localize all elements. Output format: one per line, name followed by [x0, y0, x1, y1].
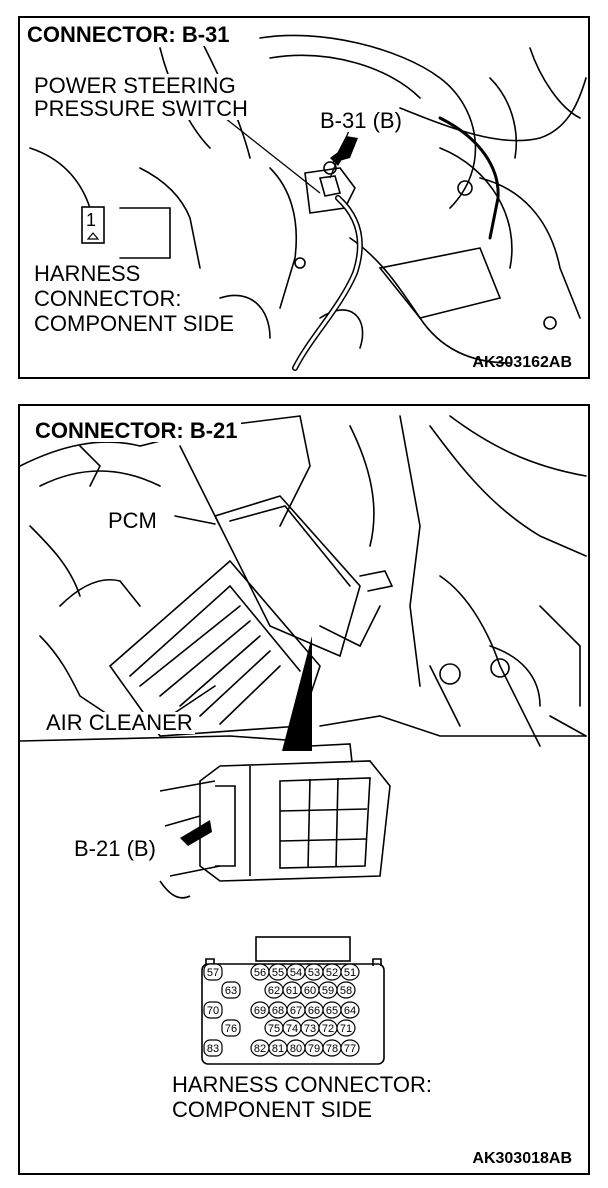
figure-code: AK303018AB: [472, 1150, 572, 1167]
pin-70: [203, 1001, 223, 1019]
pin-label-78: 78: [326, 1043, 338, 1055]
pin-label-70: 70: [207, 1005, 219, 1017]
pin-label-74: 74: [286, 1023, 298, 1035]
pin-label-81: 81: [272, 1043, 284, 1055]
pin-label-65: 65: [326, 1005, 338, 1017]
figure-code: AK303162AB: [472, 354, 572, 371]
engine-bay-illustration-b31: [29, 34, 587, 371]
pin-label-59: 59: [322, 985, 334, 997]
pin-label-63: 63: [225, 985, 237, 997]
connector-title: CONNECTOR: B-21: [32, 420, 241, 442]
pin-label-73: 73: [304, 1023, 316, 1035]
connector-b21-body: [159, 743, 391, 899]
air-cleaner-label: AIR CLEANER: [44, 710, 195, 735]
pin-label-76: 76: [225, 1023, 237, 1035]
pcm-label: PCM: [106, 508, 159, 533]
pin-label-55: 55: [272, 967, 284, 979]
pin-63: [221, 981, 241, 999]
pin-label-56: 56: [254, 967, 266, 979]
pin-layout: 57 56 55 54 53 52 51 63 62 61 60 59 58 70 69 68 67 66 65 64…: [203, 963, 360, 1057]
pin-label-68: 68: [272, 1005, 284, 1017]
pin-label-80: 80: [290, 1043, 302, 1055]
pointer-icon: [282, 636, 312, 751]
pin-64: [340, 1001, 360, 1019]
pin-77: [340, 1039, 360, 1057]
connector-b31-panel: CONNECTOR: B-31 POWER STEERING PRESSURE …: [18, 16, 590, 379]
pin-label-72: 72: [322, 1023, 334, 1035]
pin-label-69: 69: [254, 1005, 266, 1017]
pin-57: [203, 963, 223, 981]
pin-label-57: 57: [207, 967, 219, 979]
arrow-icon: [180, 820, 212, 846]
pin-71: [336, 1019, 356, 1037]
pin-83: [203, 1039, 223, 1057]
harness-label-line-2: CONNECTOR:: [32, 286, 184, 311]
pin-label-83: 83: [207, 1043, 219, 1055]
connector-title: CONNECTOR: B-31: [24, 24, 233, 46]
pin-label-60: 60: [304, 985, 316, 997]
pin-label-64: 64: [344, 1005, 356, 1017]
engine-bay-illustration-b21: [20, 415, 587, 1065]
pin-label-82: 82: [254, 1043, 266, 1055]
pin-label-58: 58: [340, 985, 352, 997]
pin-label-52: 52: [326, 967, 338, 979]
harness-label-line-2: COMPONENT SIDE: [170, 1097, 375, 1122]
pin-51: [340, 963, 360, 981]
harness-label-line-3: COMPONENT SIDE: [32, 311, 237, 336]
pin-label-66: 66: [308, 1005, 320, 1017]
part-label: POWER STEERING PRESSURE SWITCH: [32, 73, 250, 122]
pin-76: [221, 1019, 241, 1037]
pin-label-54: 54: [290, 967, 302, 979]
connector-id-label: B-21 (B): [74, 836, 156, 861]
pin-label-61: 61: [286, 985, 298, 997]
pin-label-71: 71: [340, 1023, 352, 1035]
pin-label-79: 79: [308, 1043, 320, 1055]
pin-label-62: 62: [268, 985, 280, 997]
connector-b21-panel: 57 56 55 54 53 52 51 63 62 61 60 59 58 70 69 68 67 66 65 64…: [18, 404, 590, 1175]
pin-label-51: 51: [344, 967, 356, 979]
pin-label-77: 77: [344, 1043, 356, 1055]
harness-label-line-1: HARNESS: [32, 261, 143, 286]
pin-box: [81, 206, 105, 244]
pin-label-53: 53: [308, 967, 320, 979]
connector-id-label: B-31 (B): [318, 108, 404, 133]
pin-label-67: 67: [290, 1005, 302, 1017]
pin-label-75: 75: [268, 1023, 280, 1035]
pin-number: 1: [86, 210, 97, 230]
pin-58: [336, 981, 356, 999]
harness-label-line-1: HARNESS CONNECTOR:: [170, 1072, 434, 1097]
